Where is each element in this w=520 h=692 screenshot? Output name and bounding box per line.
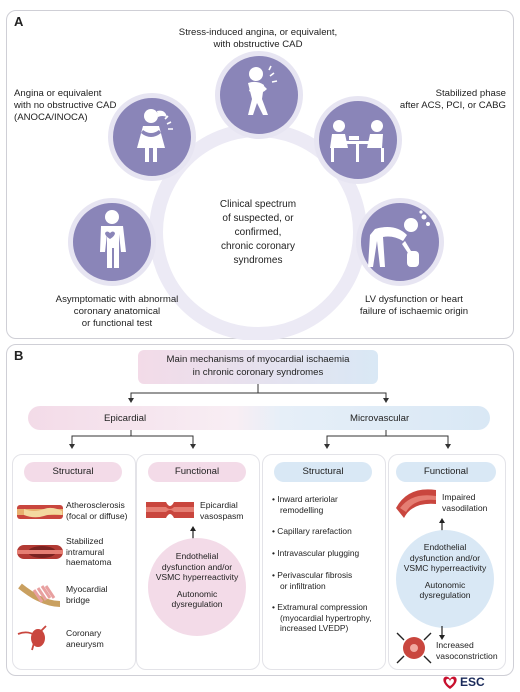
woman-chest-pain-icon <box>137 109 173 162</box>
category-bar <box>28 406 490 430</box>
node-label-stress-angina: Stress-induced angina, or equivalent,wit… <box>178 27 338 50</box>
vasospasm-artery-icon <box>146 502 194 518</box>
breathless-person-icon <box>368 210 430 267</box>
micro-structural-panel <box>262 454 386 670</box>
epicardial-label: Epicardial <box>104 413 147 424</box>
panel-a-letter: A <box>14 14 24 29</box>
intramural-haematoma-icon <box>17 545 63 559</box>
atherosclerotic-artery-icon <box>17 505 63 519</box>
doctor-consultation-icon <box>330 120 384 162</box>
micro-structural-header: Structural <box>274 462 372 482</box>
myocardial-bridge-icon <box>18 583 61 607</box>
arrow-down-icon <box>439 626 445 640</box>
item-atherosclerosis: Atherosclerosis(focal or diffuse) <box>66 500 128 521</box>
micro-functional-header: Functional <box>396 462 496 482</box>
impaired-vasodilation-artery-icon <box>396 489 436 518</box>
node-circle-stabilized <box>314 96 402 184</box>
node-circle-asymptomatic <box>68 198 156 286</box>
node-circle-lv-dysfunction <box>356 198 444 286</box>
vasoconstriction-vessel-icon <box>396 632 432 664</box>
standing-person-heart-icon <box>100 210 126 268</box>
micro-item-plugging: • Intravascular plugging <box>272 548 360 558</box>
node-circle-stress-angina <box>215 51 303 139</box>
epi-functional-header: Functional <box>148 462 246 482</box>
panel-b-letter: B <box>14 348 24 363</box>
center-text: Clinical spectrum of suspected, or confi… <box>219 199 297 266</box>
micro-item-rarefaction: • Capillary rarefaction <box>272 526 352 536</box>
esc-logo-text: ESC <box>460 675 485 689</box>
coronary-aneurysm-icon <box>17 625 47 651</box>
epi-structural-header: Structural <box>24 462 122 482</box>
microvascular-label: Microvascular <box>350 413 410 424</box>
node-circle-anoca <box>108 93 196 181</box>
micro-item-compression: • Extramural compression(myocardial hype… <box>272 602 372 633</box>
clutching-chest-person-icon <box>248 65 278 115</box>
esc-heart-logo-icon <box>443 676 457 689</box>
